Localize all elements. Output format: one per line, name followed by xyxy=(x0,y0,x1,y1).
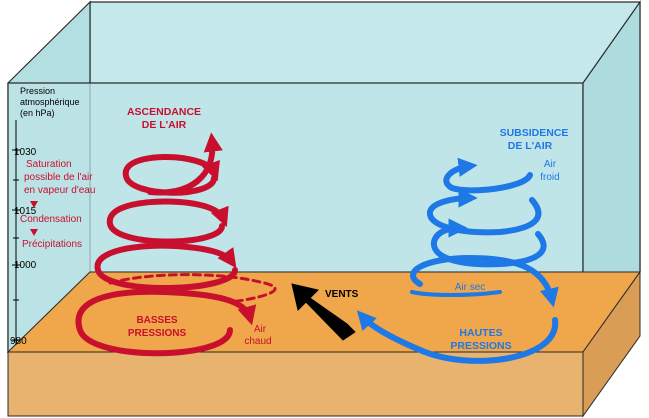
tick-label-1000: 1000 xyxy=(14,260,37,271)
tick-label-1015: 1015 xyxy=(14,206,37,217)
condensation-label: Condensation xyxy=(20,214,82,225)
saturation-line2: possible de l'air xyxy=(24,172,93,183)
warm-air-line2: chaud xyxy=(244,336,271,347)
blue-spiral-return xyxy=(410,290,502,297)
red-spiral-bottom xyxy=(75,288,257,357)
red-spiral-top xyxy=(147,132,223,196)
red-spiral-upper xyxy=(122,153,220,196)
blue-spiral-bottom xyxy=(356,310,559,364)
pressure-axis: Pression atmosphérique (en hPa) 1030 101… xyxy=(10,86,80,347)
red-spiral-middle xyxy=(106,198,229,245)
rising-air-title-line2: DE L'AIR xyxy=(142,119,187,131)
axis-title-line2: atmosphérique xyxy=(20,97,80,107)
low-pressure-line2: PRESSIONS xyxy=(128,328,187,339)
ground-right xyxy=(582,270,641,418)
red-spiral-lower xyxy=(94,242,238,291)
low-pressure-line1: BASSES xyxy=(136,315,177,326)
tick-label-1030: 1030 xyxy=(14,147,37,158)
cold-air-line2: froid xyxy=(540,172,559,183)
tick-label-980: 980 xyxy=(10,336,27,347)
winds-label: VENTS xyxy=(325,289,359,300)
winds-arrow xyxy=(291,283,356,341)
blue-spiral-lower xyxy=(410,254,559,308)
dry-air-label: Air sec xyxy=(455,282,486,293)
saturation-line1: Saturation xyxy=(26,159,72,170)
warm-air-line1: Air xyxy=(254,324,267,335)
rising-air-spiral xyxy=(75,132,277,357)
axis-title-line1: Pression xyxy=(20,86,55,96)
step-arrow-2 xyxy=(30,229,38,236)
saturation-line3: en vapeur d'eau xyxy=(24,185,95,196)
red-spiral-dashed xyxy=(108,273,277,304)
low-side-labels: ASCENDANCE DE L'AIR Saturation possible … xyxy=(20,106,272,347)
cold-air-line1: Air xyxy=(544,159,557,170)
precipitations-label: Précipitations xyxy=(22,239,82,250)
sinking-air-title-line1: SUBSIDENCE xyxy=(500,127,569,139)
sinking-air-title-line2: DE L'AIR xyxy=(508,140,553,152)
blue-spiral-top xyxy=(443,157,533,194)
rising-air-title-line1: ASCENDANCE xyxy=(127,106,201,118)
high-pressure-line1: HAUTES xyxy=(459,327,502,339)
high-side-labels: SUBSIDENCE DE L'AIR Air froid Air sec HA… xyxy=(450,127,568,352)
sinking-air-spiral xyxy=(356,157,559,364)
step-arrow-1 xyxy=(30,201,38,208)
axis-title-line3: (en hPa) xyxy=(20,108,55,118)
high-pressure-line2: PRESSIONS xyxy=(450,340,511,352)
